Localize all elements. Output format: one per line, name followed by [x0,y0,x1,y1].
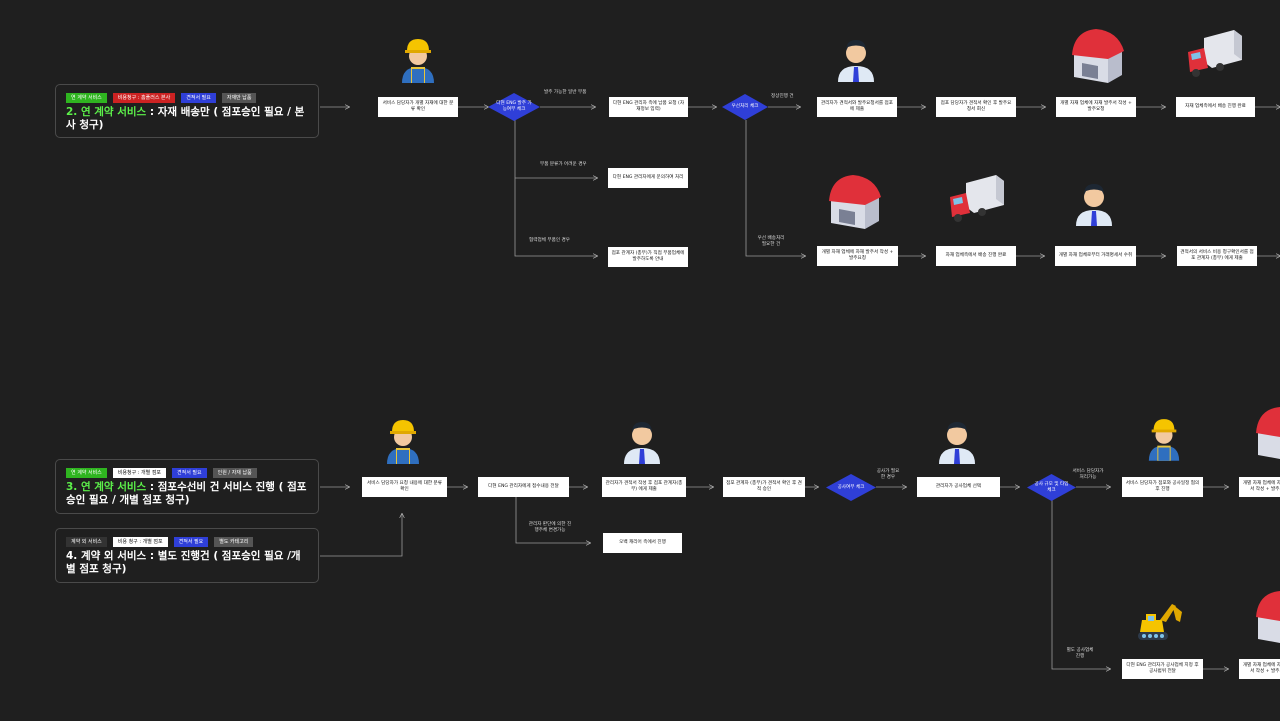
manager-icon [838,40,874,82]
flow1-step-delivery-done[interactable]: 자재 업체측에서 배송 진행 완료 [1176,97,1255,117]
card-title: 2. 연 계약 서비스 : 자재 배송만 ( 점포승인 필요 / 본사 청구) [66,106,305,131]
tag-row: 연 계약 서비스 비용청구 : 홈플러스 본사 견적서 필요 자재만 납품 [66,93,308,103]
label-change-owner: 관리자 판단에 의한 진행주체 변경가능 [528,522,572,533]
worker-icon [402,39,434,83]
tag-annual-contract: 연 계약 서비스 [66,468,107,478]
card-title: 3. 연 계약 서비스 : 점포수선비 건 서비스 진행 ( 점포승인 필요 /… [66,481,307,506]
flow1-step-store-reply[interactable]: 점포 담당자가 견적서 확인 후 발주요청서 회신 [936,97,1016,117]
label-construction-needed: 공사가 필요한 경우 [876,469,900,480]
worker-icon [387,420,419,464]
flow2-step-select-contractor[interactable]: 관리자가 공사업체 선택 [917,477,1000,497]
tag-annual-contract: 연 계약 서비스 [66,93,107,103]
flow1-step-urgent-delivery-done[interactable]: 자재 업체측에서 배송 진행 완료 [936,246,1016,266]
tag-quote-required: 견적서 필요 [172,468,207,478]
label-urgent: 우선 배송처리 필요한 건 [757,236,785,247]
flow1-step-classify[interactable]: 서비스 담당자가 개별 자재에 대한 분류 확인 [378,97,458,117]
flow1-step-urgent-vendor-order[interactable]: 개별 자재 업체에 자재 발주서 작성 + 발주요청 [817,246,898,266]
flow2-step-forward[interactable]: 다현 ENG 관리자에게 접수내용 전달 [478,477,569,497]
tag-quote-required: 견적서 필요 [181,93,216,103]
label-partner-part: 협력업체 부품인 경우 [529,238,570,243]
flow2-step-quote[interactable]: 관리자가 견적서 작성 후 점포 관계자(총무) 에게 제출 [602,477,686,497]
flow2-step-approve[interactable]: 점포 관계자 (총무)가 견적서 확인 후 견적 승인 [723,477,805,497]
flow1-decision-priority-label: 우선처리 체크 [731,104,759,109]
flow2-decision-scale-label: 공사 규모 및 타입 체크 [1034,481,1069,493]
warehouse-icon [1072,29,1124,83]
label-orderable: 발주 가능한 일반 부품 [544,90,587,95]
service-card-4[interactable]: 계약 외 서비스 비용 청구 : 개별 점포 견적서 필요 별도 카테고리 4.… [55,528,319,583]
flow1-step-ask-manager[interactable]: 다현 ENG 관리자에게 문의하여 처리 [608,168,688,188]
flow1-decision-orderable-label: 다현 ENG 발주 가능여부 체크 [496,101,532,112]
warehouse-icon [1256,407,1280,459]
manager-icon [624,422,660,464]
flow2-step-vendor-order-2[interactable]: 개별 자재 업체에 자재 발주서 작성 + 발주요청 [1239,659,1280,679]
truck-icon [950,175,1004,222]
service-card-2[interactable]: 연 계약 서비스 비용청구 : 홈플러스 본사 견적서 필요 자재만 납품 2.… [55,84,319,138]
warehouse-icon [1256,591,1280,643]
flow2-step-schedule[interactable]: 서비스 담당자가 점포와 공사일정 협의 후 진행 [1122,477,1203,497]
service-card-3[interactable]: 연 계약 서비스 비용청구 : 개별 점포 견적서 필요 인원 / 자재 납품 … [55,459,319,514]
flow2-step-vendor-order[interactable]: 개별 자재 업체에 자재 발주서 작성 + 발주요청 [1239,477,1280,497]
tag-billing: 비용청구 : 개별 점포 [112,468,167,478]
label-hard-classify: 부품 분류가 어려운 경우 [540,162,587,167]
card-title: 4. 계약 외 서비스 : 별도 진행건 ( 점포승인 필요 /개별 점포 청구… [66,550,301,575]
tag-non-contract: 계약 외 서비스 [66,537,107,547]
flow1-decision-orderable[interactable] [488,93,540,121]
flow1-step-receive-statement[interactable]: 개별 자재 업체로부터 거래명세서 수취 [1055,246,1136,266]
flow1-step-vendor-order[interactable]: 개별 자재 업체에 자재 발주서 작성 + 발주요청 [1056,97,1136,117]
flow1-step-submit-quote[interactable]: 관리자가 견적서와 발주요청서를 점포에 제출 [817,97,897,117]
excavator-icon [1138,604,1182,640]
flow2-step-assign-contractor[interactable]: 다현 ENG 관리자가 공사업체 지정 후 공사범위 전달 [1122,659,1203,679]
tag-row: 계약 외 서비스 비용 청구 : 개별 점포 견적서 필요 별도 카테고리 [66,537,308,547]
flow2-decision-construction-label: 공사여부 체크 [837,484,865,490]
manager-icon [1076,184,1112,226]
worker-icon [1148,419,1180,461]
label-normal: 정상진행 건 [771,94,794,99]
manager-icon [939,422,975,464]
tag-billing: 비용 청구 : 개별 점포 [112,537,168,547]
label-self-handle: 서비스 담당자가 처리가능 [1072,469,1104,480]
tag-billing: 비용청구 : 홈플러스 본사 [112,93,176,103]
flow2-decision-construction[interactable] [826,474,876,501]
flow2-step-carrier[interactable]: 오백 캐리어 측에서 진행 [603,533,682,553]
warehouse-icon [829,175,881,229]
tag-delivery-type: 자재만 납품 [221,93,257,103]
flow1-decision-priority[interactable] [722,94,768,120]
truck-icon [1188,30,1242,77]
tag-delivery-type: 인원 / 자재 납품 [212,468,257,478]
tag-category: 별도 카테고리 [214,537,254,547]
tag-quote-required: 견적서 필요 [173,537,209,547]
label-separate-contractor: 별도 공사업체 진행 [1066,648,1094,659]
flow2-step-classify[interactable]: 서비스 담당자가 요청 내용에 대한 분류 확인 [362,477,447,497]
flow2-decision-scale[interactable] [1027,474,1076,501]
flow1-step-direct-order[interactable]: 점포 관계자 (총무)가 직접 부품업체에 발주하도록 안내 [608,247,688,267]
flow1-step-submit-billing[interactable]: 견적서의 서비스 비용 청구확인서를 점포 관계자 (총무) 에게 제출 [1177,246,1257,266]
tag-row: 연 계약 서비스 비용청구 : 개별 점포 견적서 필요 인원 / 자재 납품 [66,468,308,478]
flow1-step-request-delivery[interactable]: 다현 ENG 관리자 측에 납품 요청 (자재정보 입력) [609,97,688,117]
